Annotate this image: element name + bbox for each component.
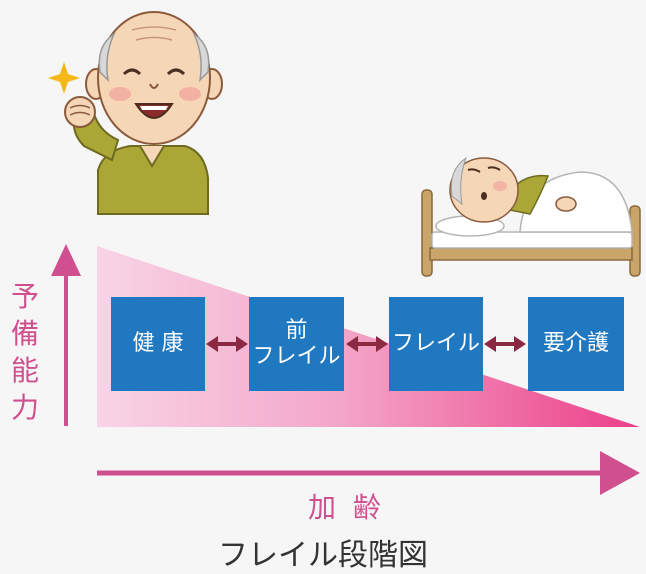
vertical-axis-arrow [51,244,81,426]
figure-title: フレイル段階図 [218,538,428,573]
happy-elderly-man-icon [64,11,223,215]
stage-box-pre-frailty: 前 フレイル [249,297,344,391]
horizontal-axis-label: 加 齢 [308,491,385,524]
double-arrow-1 [206,336,248,352]
stage-label: フレイル [252,344,341,369]
stage-box-care-required: 要介護 [528,297,624,391]
stage-box-frailty: フレイル [389,297,483,391]
bedridden-elderly-person-icon [421,156,641,277]
horizontal-axis-arrow [97,451,640,495]
vertical-axis-char: 備 [10,317,39,350]
stage-label: 健 康 [132,331,184,356]
stage-label: フレイル [391,331,480,356]
vertical-axis-char: 力 [10,391,39,424]
double-arrow-3 [484,336,526,352]
stage-box-healthy: 健 康 [111,297,205,391]
vertical-axis-label: 予 備 能 力 [8,278,42,426]
double-arrow-2 [346,336,388,352]
capacity-wedge [97,246,640,427]
vertical-axis-char: 予 [10,280,39,313]
sparkle-icon [48,62,80,94]
vertical-axis-char: 能 [10,354,39,387]
stage-label: 前 [285,318,308,343]
stage-label: 要介護 [542,331,609,356]
